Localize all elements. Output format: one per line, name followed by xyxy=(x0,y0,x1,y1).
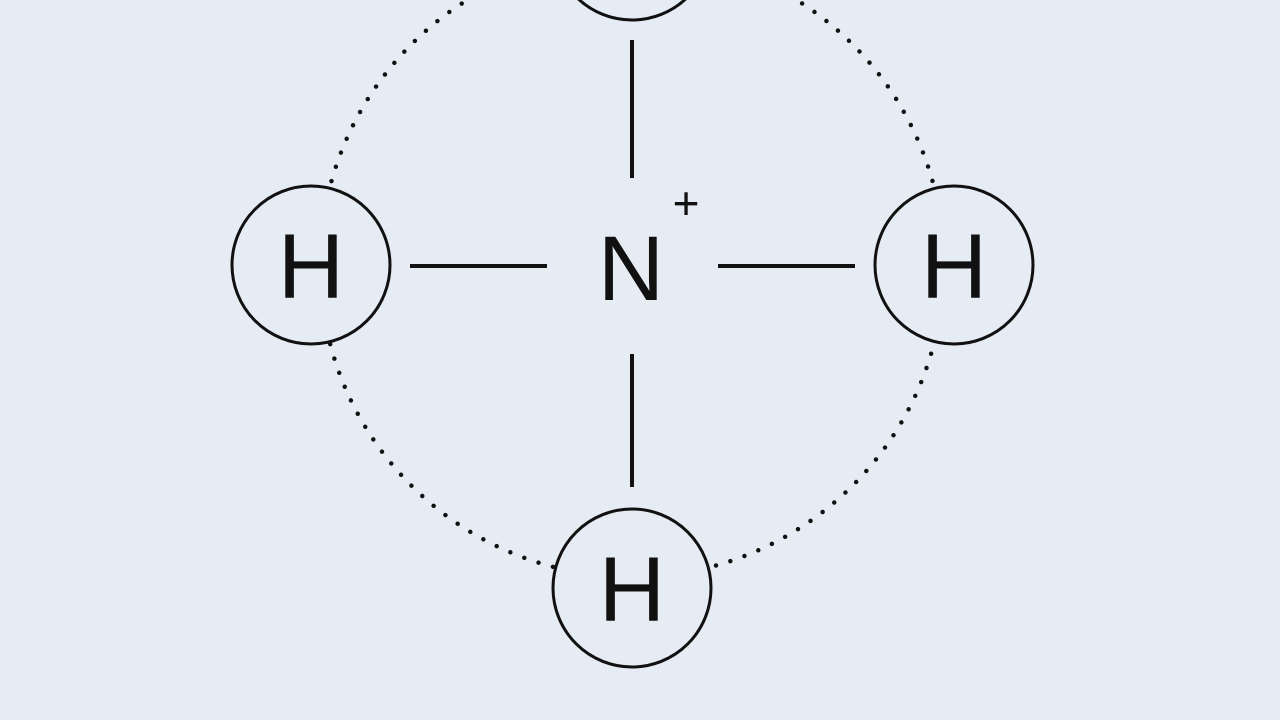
hydrogen-label: H xyxy=(921,216,987,318)
hydrogen-label: H xyxy=(278,216,344,318)
hydrogen-label: H xyxy=(599,539,665,641)
hydrogen-atom-bottom: H xyxy=(551,507,713,669)
positive-charge: + xyxy=(673,177,700,229)
hydrogen-atom-top: H xyxy=(577,0,687,22)
hydrogen-atom-right: H xyxy=(873,184,1035,346)
nitrogen-label: N xyxy=(598,218,664,320)
hydrogen-atom-left: H xyxy=(230,184,392,346)
